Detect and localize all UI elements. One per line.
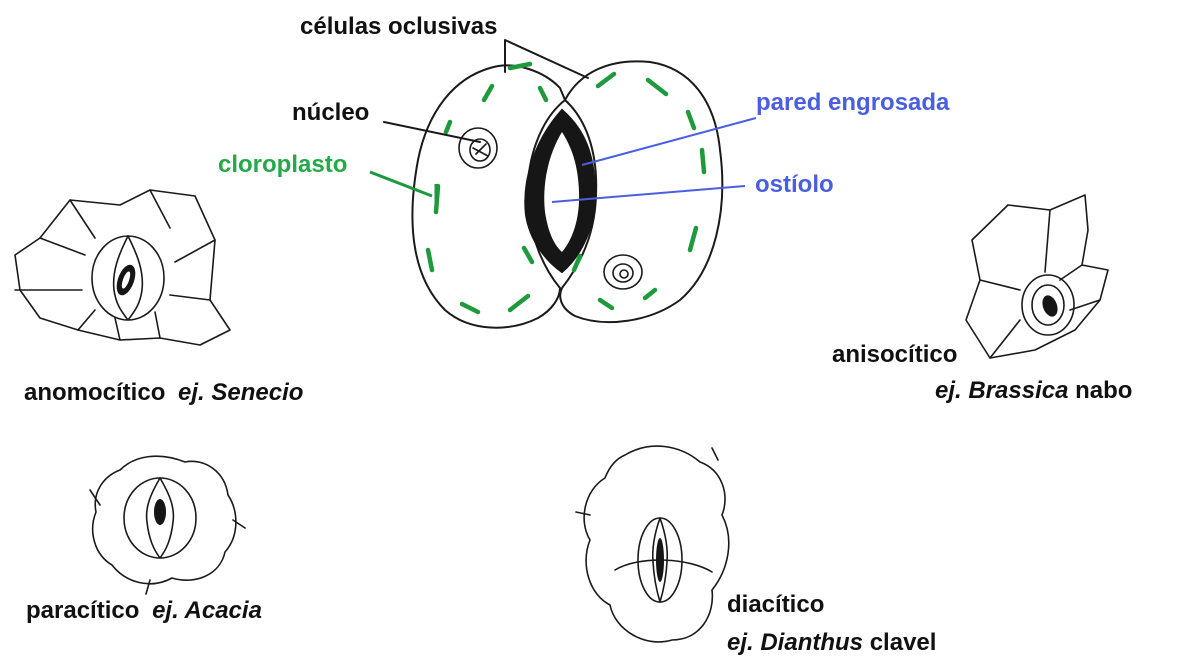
paracytic-name: paracítico [26, 597, 139, 624]
guard-cells-leader [505, 40, 588, 78]
label-ostiole: ostíolo [755, 171, 834, 198]
paracytic-sketch [90, 456, 245, 594]
paracytic-example: ej. Acacia [152, 597, 262, 624]
label-guard-cells: células oclusivas [300, 13, 497, 40]
anomocytic-example: ej. Senecio [178, 379, 303, 406]
label-chloroplast: cloroplasto [218, 151, 347, 178]
thickened-wall-leader [582, 118, 756, 165]
label-nucleus: núcleo [292, 99, 369, 126]
label-paracytic: paracítico ej. Acacia [26, 597, 262, 624]
label-anisocytic: ej. Brassica nabo [935, 377, 1132, 404]
anomocytic-sketch [15, 190, 230, 345]
anomocytic-name: anomocítico [24, 379, 165, 406]
main-stoma [370, 40, 756, 328]
chloroplast-leader [370, 172, 436, 214]
nucleus-left [459, 128, 497, 168]
nucleus-right [604, 255, 642, 289]
anisocytic-extra: nabo [1068, 377, 1132, 404]
diacytic-example: ej. Dianthus [727, 629, 863, 656]
label-diacytic: ej. Dianthus clavel [727, 629, 936, 656]
anisocytic-sketch [966, 195, 1108, 358]
diacytic-extra: clavel [863, 629, 936, 656]
diacytic-sketch [576, 446, 729, 642]
label-diacytic-name: diacítico [727, 591, 824, 618]
label-thickened-wall: pared engrosada [756, 89, 950, 116]
anisocytic-example: ej. Brassica [935, 377, 1068, 404]
label-anisocytic-name: anisocítico [832, 341, 957, 368]
label-anomocytic: anomocítico ej. Senecio [24, 379, 303, 406]
